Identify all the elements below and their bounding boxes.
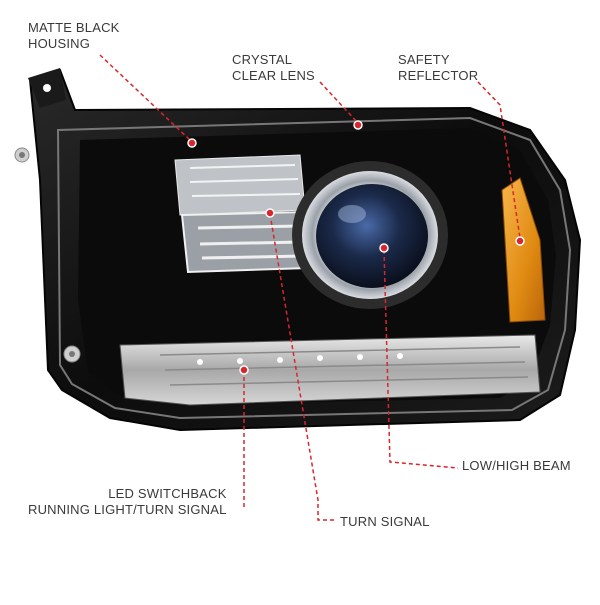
callout-turn-signal: TURN SIGNAL [340, 514, 430, 530]
callout-dot-low-high-beam [379, 243, 389, 253]
callout-dots [187, 120, 525, 375]
callout-turn-signal-line1: TURN SIGNAL [340, 514, 430, 529]
callout-low-high-beam: LOW/HIGH BEAM [462, 458, 571, 474]
callout-led-switchback: LED SWITCHBACK RUNNING LIGHT/TURN SIGNAL [28, 486, 227, 518]
turn-signal-lightbar [174, 154, 310, 274]
callout-dot-safety-reflector [515, 236, 525, 246]
callout-low-high-beam-line1: LOW/HIGH BEAM [462, 458, 571, 473]
callout-dot-turn-signal [265, 208, 275, 218]
callout-matte-housing-line2: HOUSING [28, 36, 91, 51]
mounting-tab-side [14, 147, 81, 363]
callout-dot-matte-housing [187, 138, 197, 148]
callout-line-low-high-beam [383, 249, 459, 469]
callout-matte-housing-line1: MATTE BLACK [28, 20, 120, 35]
callout-crystal-lens-line2: CLEAR LENS [232, 68, 315, 83]
callout-led-switchback-line2: RUNNING LIGHT/TURN SIGNAL [28, 502, 227, 517]
callout-safety-reflector-line2: REFLECTOR [398, 68, 479, 83]
led-switchback-strip [119, 334, 541, 406]
mounting-tab-top [28, 68, 66, 108]
callout-dot-crystal-lens [353, 120, 363, 130]
callout-line-safety-reflector [477, 81, 521, 239]
amber-reflector [501, 177, 546, 323]
callout-matte-housing: MATTE BLACK HOUSING [28, 20, 120, 52]
callout-crystal-lens-line1: CRYSTAL [232, 52, 293, 67]
callout-safety-reflector: SAFETY REFLECTOR [398, 52, 478, 84]
callout-line-turn-signal [269, 213, 336, 521]
callout-dot-led-switchback [239, 365, 249, 375]
projector-lens [292, 161, 448, 309]
callout-safety-reflector-line1: SAFETY [398, 52, 450, 67]
callout-line-crystal-lens [319, 81, 359, 124]
callout-crystal-lens: CRYSTAL CLEAR LENS [232, 52, 315, 84]
callout-lines [99, 54, 521, 521]
callout-led-switchback-line1: LED SWITCHBACK [108, 486, 227, 501]
